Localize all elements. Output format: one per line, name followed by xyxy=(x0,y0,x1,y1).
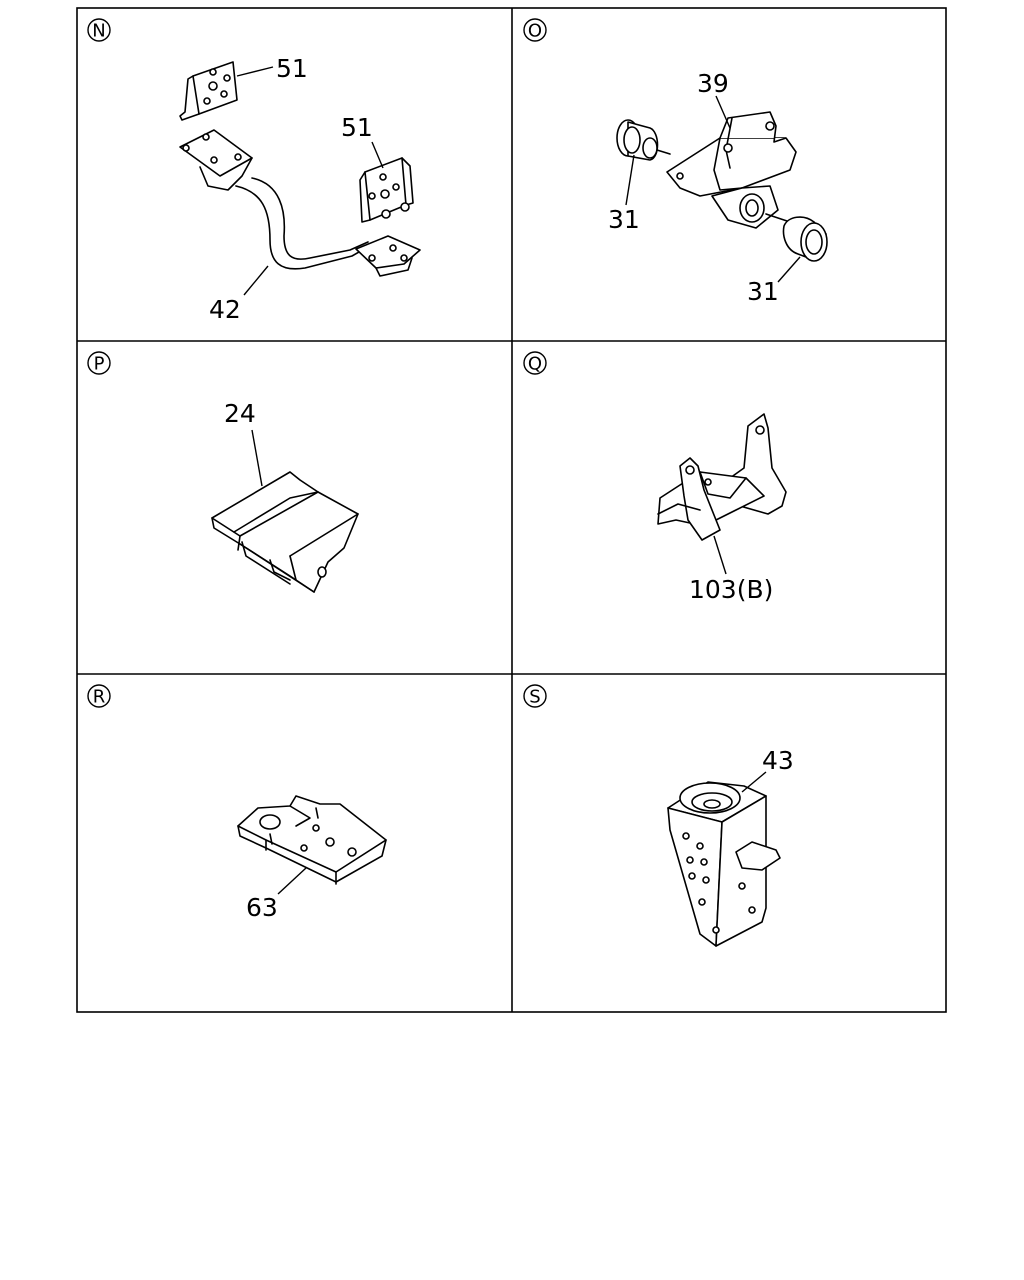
bushing-31-left-drawing xyxy=(616,119,671,161)
panel-o: O 39 31 xyxy=(523,18,828,306)
panel-q-letter: Q xyxy=(528,354,542,375)
callout-31-left: 31 xyxy=(608,205,640,234)
panel-s: S 43 xyxy=(523,684,794,947)
panel-n-letter: N xyxy=(92,21,105,42)
panel-o-letter-badge: O xyxy=(523,18,547,42)
callout-39: 39 xyxy=(697,69,729,98)
panel-p-letter-badge: P xyxy=(87,351,111,375)
callout-42: 42 xyxy=(209,295,241,324)
callout-24: 24 xyxy=(224,399,256,428)
bracket-39-drawing xyxy=(666,111,797,229)
bracket-51-upper-drawing xyxy=(179,61,238,121)
bracket-43-drawing xyxy=(667,781,781,947)
bracket-24-drawing xyxy=(211,471,359,593)
bracket-103b-drawing xyxy=(657,413,787,541)
crossmember-42-drawing xyxy=(179,129,421,277)
panel-s-letter-badge: S xyxy=(523,684,547,708)
panel-p: P 24 xyxy=(87,351,359,593)
panel-q: Q 103(B) xyxy=(523,351,787,604)
panel-n: N 51 51 xyxy=(87,18,421,324)
diagram-grid xyxy=(76,7,947,1013)
callout-31-right: 31 xyxy=(747,277,779,306)
panel-r-letter-badge: R xyxy=(87,684,111,708)
bushing-31-right-drawing xyxy=(765,213,828,262)
panel-o-letter: O xyxy=(528,21,542,42)
panel-r-letter: R xyxy=(93,687,106,708)
panel-q-letter-badge: Q xyxy=(523,351,547,375)
panel-n-letter-badge: N xyxy=(87,18,111,42)
callout-103b: 103(B) xyxy=(689,575,773,604)
callout-63: 63 xyxy=(246,893,278,922)
panel-s-letter: S xyxy=(529,687,540,708)
panel-p-letter: P xyxy=(94,354,105,375)
callout-43: 43 xyxy=(762,746,794,775)
callout-51-upper: 51 xyxy=(276,54,308,83)
bracket-51-right-drawing xyxy=(359,157,414,223)
panel-r: R 63 xyxy=(87,684,387,922)
bracket-63-drawing xyxy=(237,795,387,885)
callout-51-right: 51 xyxy=(341,113,373,142)
